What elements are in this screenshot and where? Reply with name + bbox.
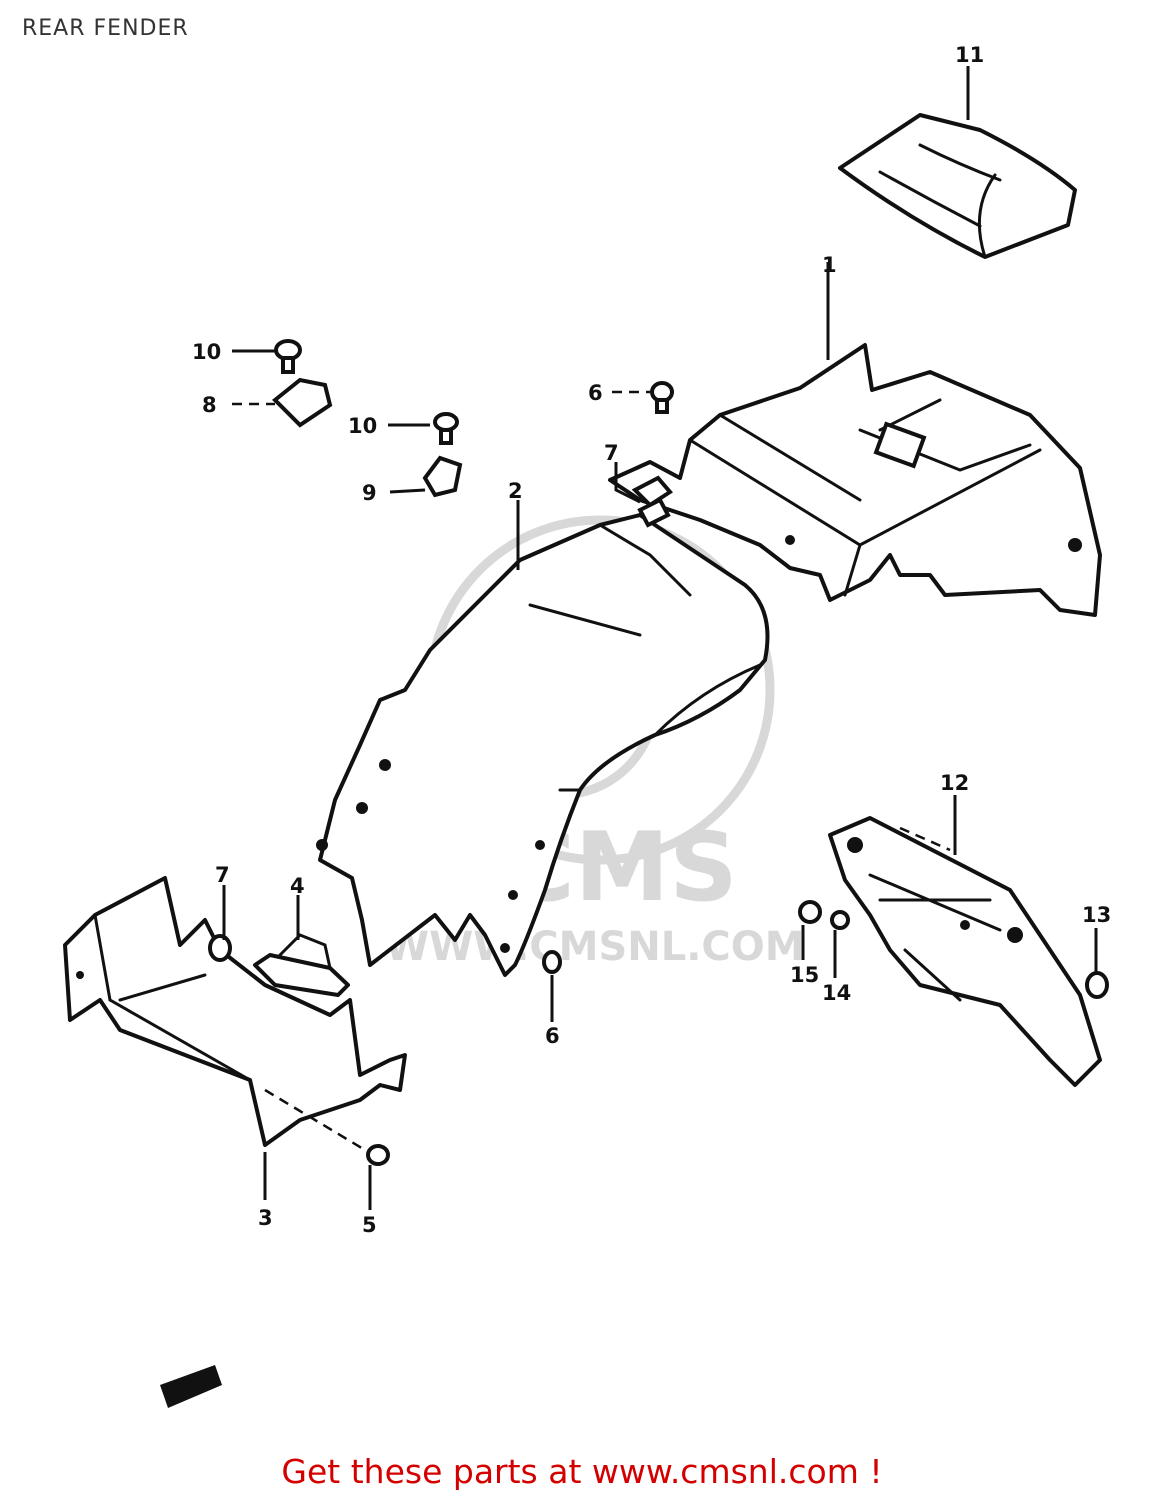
callout-12: 12 <box>940 771 969 795</box>
callout-2: 2 <box>508 479 523 503</box>
callout-13: 13 <box>1082 903 1111 927</box>
callout-8: 8 <box>202 393 217 417</box>
hardware-parts <box>208 339 1109 1166</box>
callout-3: 3 <box>258 1206 273 1230</box>
callout-6-top: 6 <box>588 381 603 405</box>
part-2-rear-fender <box>316 513 770 977</box>
part-12-support-bracket <box>828 816 1102 1087</box>
callout-11: 11 <box>955 43 984 67</box>
page-title: REAR FENDER <box>22 16 189 41</box>
part-11-cover <box>838 113 1077 259</box>
corner-stamp-mark <box>160 1365 222 1408</box>
callout-10-top: 10 <box>192 340 221 364</box>
callout-10-mid: 10 <box>348 414 377 438</box>
callout-7-top: 7 <box>604 441 619 465</box>
part-1-rear-tray <box>608 343 1102 617</box>
callout-5: 5 <box>362 1213 377 1237</box>
part-3-splash-guard <box>63 876 407 1147</box>
callout-labels: 11 1 10 8 10 9 6 7 2 7 4 6 3 5 12 13 15 … <box>192 43 1111 1237</box>
leader-lines <box>222 66 1098 1210</box>
callout-7-bottom: 7 <box>215 863 230 887</box>
callout-9: 9 <box>362 481 377 505</box>
footer-link[interactable]: Get these parts at www.cmsnl.com ! <box>281 1452 883 1491</box>
callout-15: 15 <box>790 963 819 987</box>
part-4-bracket <box>253 933 350 997</box>
callout-4: 4 <box>290 874 305 898</box>
callout-1: 1 <box>822 253 837 277</box>
callout-6-bottom: 6 <box>545 1024 560 1048</box>
callout-14: 14 <box>822 981 851 1005</box>
